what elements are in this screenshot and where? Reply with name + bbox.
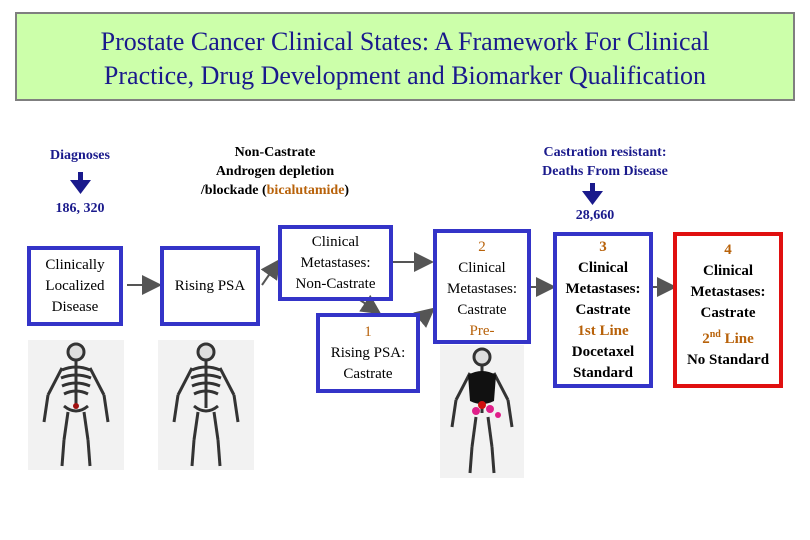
title-line-2: Practice, Drug Development and Biomarker… [103, 61, 707, 90]
state4-2nd-rest: Line [720, 331, 754, 347]
noncastrate-line-3: /blockade (bicalutamide) [160, 181, 390, 200]
skeleton-icon [158, 340, 254, 470]
metastases-nc-line-1: Clinical [311, 233, 360, 250]
localized-line-2: Localized [45, 277, 105, 294]
drug-name: bicalutamide [266, 183, 345, 198]
noncastrate-line-3b: ) [344, 183, 350, 198]
localized-line-3: Disease [51, 298, 99, 315]
state4-line-4: 2nd Line [687, 324, 769, 350]
arrow-castrate-psa-to-state2 [413, 307, 436, 328]
rising-psa-castrate-line-2: Castrate [343, 365, 393, 382]
state2-line-3: Castrate [457, 302, 507, 318]
localized-line-1: Clinically [45, 256, 105, 273]
state4-line-5: No Standard [686, 352, 770, 368]
noncastrate-line-1: Non-Castrate [234, 145, 316, 160]
diagnoses-label: Diagnoses [50, 148, 110, 163]
rising-psa-box: Rising PSA [160, 246, 260, 326]
rising-psa-label: Rising PSA [174, 277, 246, 294]
noncastrate-label: Non-Castrate Androgen depletion /blockad… [160, 143, 390, 200]
state4-2nd-sup: nd [709, 329, 721, 340]
state2-line-1: Clinical [458, 260, 506, 276]
state-3-box: 3 Clinical Metastases: Castrate 1st Line… [553, 232, 653, 388]
metastases-nc-line-3: Non-Castrate [295, 275, 376, 292]
down-arrow-icon [70, 172, 91, 194]
title-line-1: Prostate Cancer Clinical States: A Frame… [100, 27, 710, 56]
state-number-4: 4 [724, 242, 732, 258]
down-arrow-icon [582, 183, 603, 205]
state3-line-6: Standard [572, 364, 633, 381]
castration-line-1: Castration resistant: [543, 145, 667, 160]
castration-resistant-label: Castration resistant: Deaths From Diseas… [505, 143, 705, 181]
arrow-metastases-to-castrate-psa [359, 294, 382, 315]
skeleton-icon [28, 340, 124, 470]
state4-line-2: Metastases: [690, 284, 766, 300]
skeleton-icon [440, 345, 524, 478]
title-banner: Prostate Cancer Clinical States: A Frame… [15, 12, 795, 101]
deaths-count: 28,660 [575, 208, 615, 223]
castration-line-2: Deaths From Disease [542, 164, 668, 179]
metastases-nc-line-2: Metastases: [300, 254, 371, 271]
diagnoses-count: 186, 320 [55, 201, 105, 216]
state2-line-4: Pre- [469, 323, 495, 339]
state4-2nd-num: 2 [702, 331, 710, 347]
state-number-1: 1 [364, 323, 372, 340]
metastases-noncastrate-box: Clinical Metastases: Non-Castrate [278, 225, 393, 301]
state2-line-2: Metastases: [447, 281, 517, 297]
noncastrate-line-3a: /blockade ( [200, 183, 267, 198]
state3-line-5: Docetaxel [571, 343, 635, 360]
state4-line-1: Clinical [702, 263, 753, 279]
state3-line-3: Castrate [575, 301, 631, 318]
state-number-2: 2 [478, 239, 486, 255]
state-2-box: 2 Clinical Metastases: Castrate Pre- [433, 229, 531, 344]
state4-line-3: Castrate [700, 305, 756, 321]
state-4-box: 4 Clinical Metastases: Castrate 2nd Line… [673, 232, 783, 388]
state3-line-1: Clinical [577, 259, 628, 276]
rising-psa-castrate-box: 1 Rising PSA: Castrate [316, 313, 420, 393]
state3-line-4: 1st Line [577, 322, 629, 339]
rising-psa-castrate-line-1: Rising PSA: [330, 344, 406, 361]
state3-line-2: Metastases: [565, 280, 641, 297]
noncastrate-line-2: Androgen depletion [215, 164, 335, 179]
state-number-3: 3 [599, 238, 607, 255]
clinically-localized-box: Clinically Localized Disease [27, 246, 123, 326]
arrow-rising-psa-to-metastases [260, 258, 281, 286]
